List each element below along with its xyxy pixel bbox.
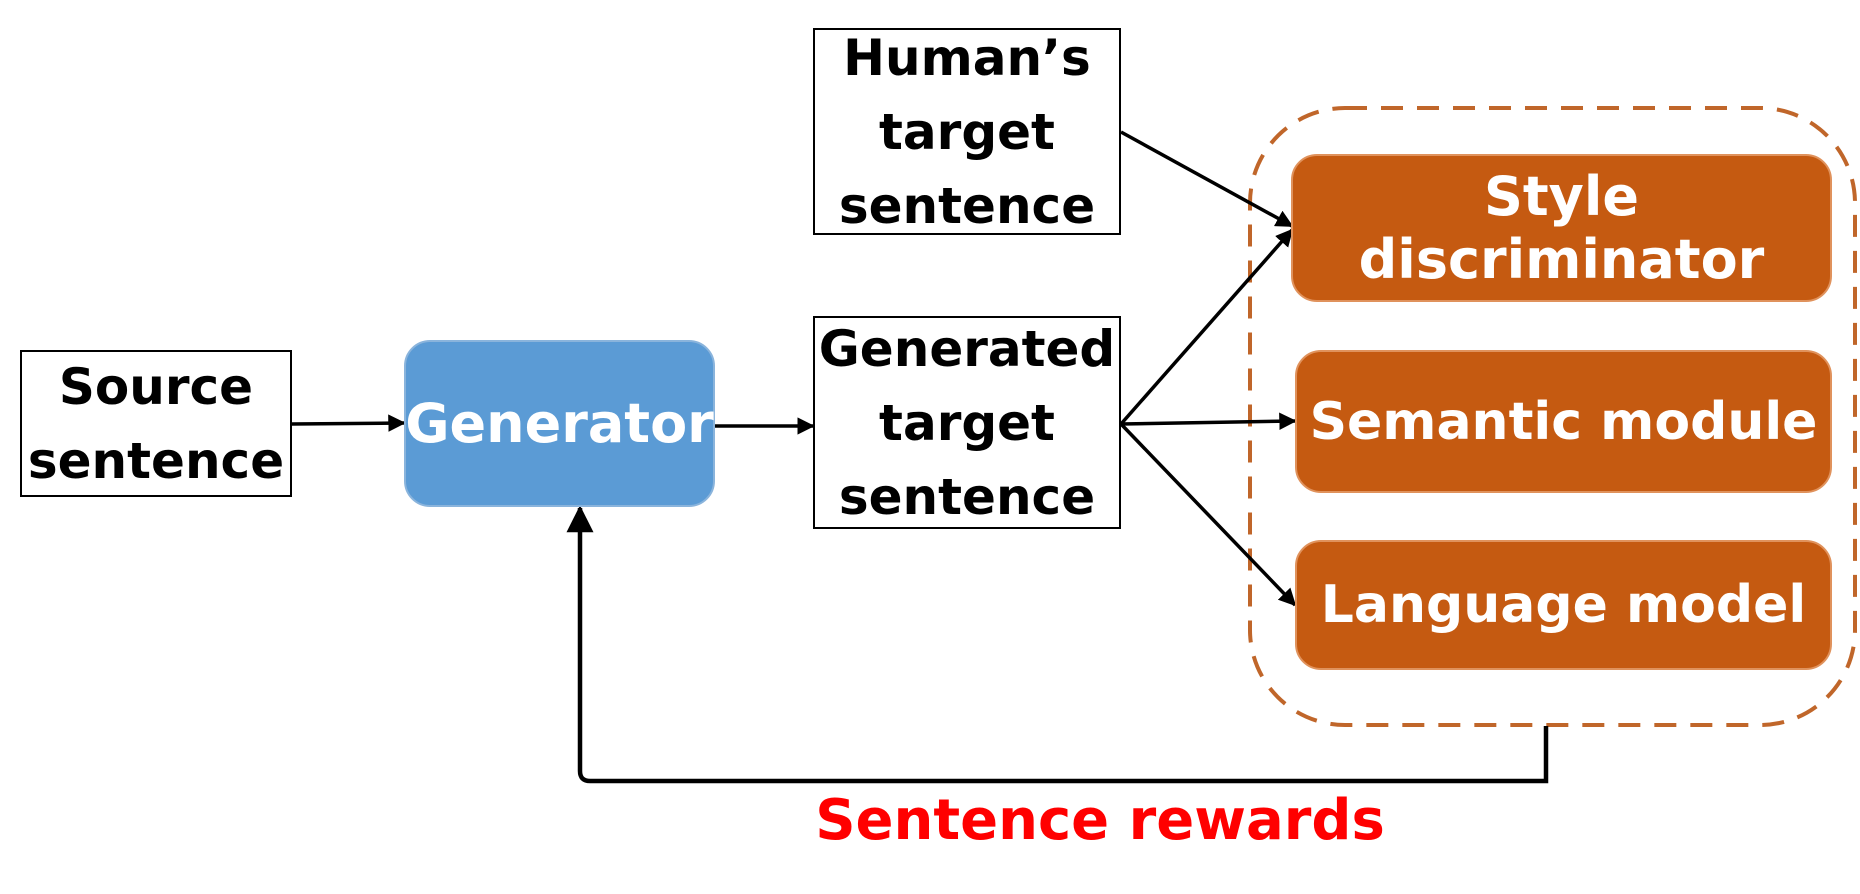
semantic-module-node: Semantic module <box>1295 350 1832 493</box>
human-target-sentence-node: Human’s target sentence <box>813 28 1121 235</box>
human-target-sentence-label: Human’s target sentence <box>838 28 1096 235</box>
language-model-node: Language model <box>1295 540 1832 670</box>
sentence-rewards-label: Sentence rewards <box>815 787 1385 853</box>
generated-target-sentence-label: Generated target sentence <box>818 319 1116 526</box>
generator-label: Generator <box>405 392 714 455</box>
semantic-module-label: Semantic module <box>1309 391 1818 452</box>
language-model-label: Language model <box>1320 575 1807 635</box>
arrow-sentence-rewards-feedback <box>566 505 1549 784</box>
arrow-generated-to-language-model <box>1119 422 1297 607</box>
evaluation-modules-group <box>1248 106 1857 727</box>
generated-target-sentence-node: Generated target sentence <box>813 316 1121 529</box>
style-discriminator-label: Style discriminator <box>1358 165 1765 291</box>
arrow-source-to-generator <box>291 414 406 432</box>
style-discriminator-node: Style discriminator <box>1291 154 1832 302</box>
arrow-generated-to-semantic-module <box>1120 412 1297 431</box>
source-sentence-label: Source sentence <box>27 357 285 490</box>
arrow-generated-to-style-discriminator <box>1119 228 1294 426</box>
source-sentence-node: Source sentence <box>20 350 292 497</box>
arrow-human-to-style-discriminator <box>1120 130 1294 228</box>
generator-node: Generator <box>404 340 715 507</box>
